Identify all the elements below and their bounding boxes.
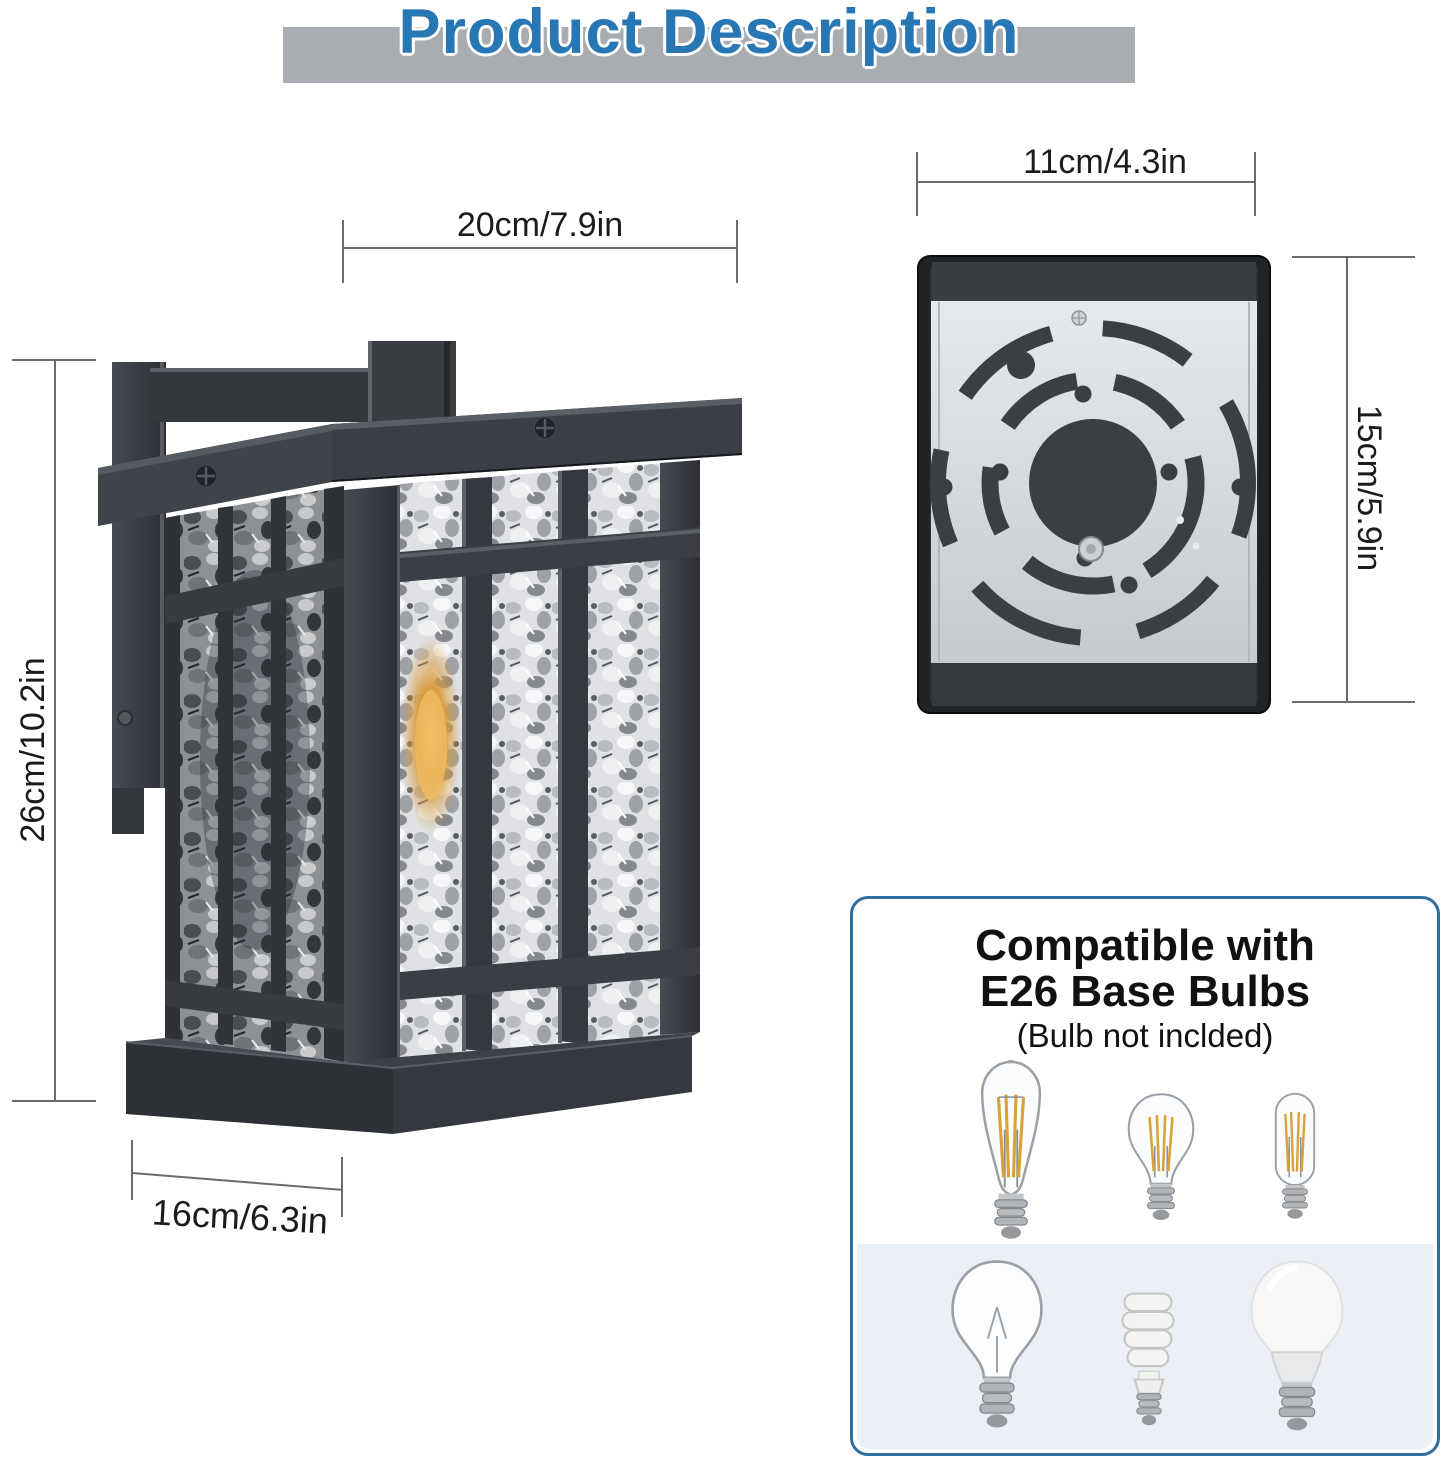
- a19-filament-bulb-image: [1127, 1093, 1195, 1221]
- bulb-box-subtitle: (Bulb not inclded): [1016, 1017, 1274, 1054]
- lantern-height-dimension-line: [54, 360, 56, 1101]
- a19-clear-incandescent-bulb-image: [951, 1260, 1043, 1428]
- title-bar: [283, 27, 1135, 83]
- cfl-spiral-bulb-image: [1121, 1292, 1175, 1426]
- bulb-box-title-line2: E26 Base Bulbs: [979, 967, 1311, 1016]
- plate-height-dimension-line: [1346, 257, 1348, 703]
- plate-keyhole-pattern: [930, 320, 1256, 646]
- plate-height-label: 15cm/5.9in: [1350, 404, 1388, 572]
- lantern-width-dimension-line: [343, 247, 737, 249]
- bulb-compatibility-box: Compatible with E26 Base Bulbs (Bulb not…: [850, 896, 1440, 1456]
- bulb-row-2: [853, 1251, 1437, 1451]
- bulb-box-title-line1: Compatible with: [975, 921, 1315, 970]
- plate-width-label: 11cm/4.3in: [1023, 143, 1187, 181]
- lantern-front-face: [400, 460, 700, 1057]
- lantern-depth-dimension-line: [131, 1172, 343, 1191]
- page-title: Product Description: [398, 0, 1020, 67]
- lantern-height-label: 26cm/10.2in: [14, 657, 52, 843]
- lantern-depth-label: 16cm/6.3in: [151, 1191, 330, 1242]
- wall-mount-bracket: [112, 341, 456, 834]
- mounting-plate-image: [917, 255, 1271, 714]
- lantern-top-cap: [98, 398, 742, 526]
- wall-lantern-image: [98, 341, 742, 1134]
- st64-edison-filament-bulb-image: [980, 1059, 1042, 1239]
- lantern-base: [125, 1032, 700, 1134]
- plate-width-dimension-line: [917, 181, 1255, 183]
- bulb-row-1: [853, 1057, 1437, 1245]
- a19-frosted-led-bulb-image: [1250, 1260, 1344, 1431]
- lantern-left-face: [165, 486, 344, 1062]
- lantern-width-label: 20cm/7.9in: [456, 206, 624, 244]
- lantern-corner-post: [344, 485, 400, 1062]
- t45-tubular-filament-bulb-image: [1274, 1092, 1316, 1219]
